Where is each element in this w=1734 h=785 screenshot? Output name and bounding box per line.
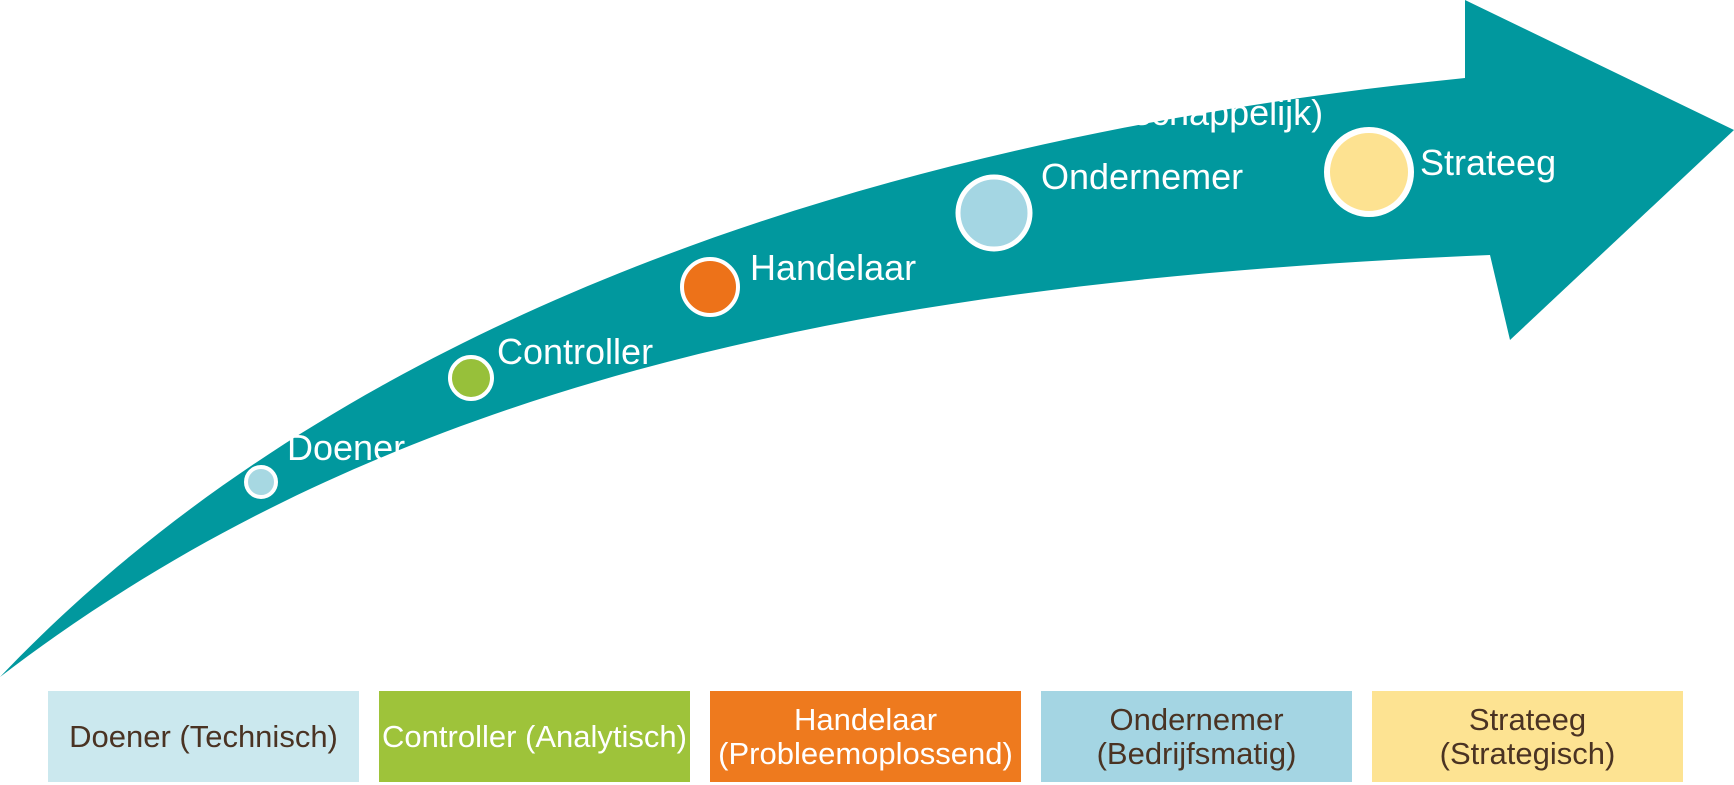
stage-label-4-line-1: (Maatschappelijk) xyxy=(1041,92,1323,133)
stage-marker-2 xyxy=(448,355,494,401)
stage-box-text-3-line-1: Handelaar xyxy=(794,702,937,737)
stage-box-2 xyxy=(379,691,690,782)
stage-marker-4 xyxy=(955,174,1033,252)
stage-marker-3 xyxy=(680,257,740,317)
stage-marker-1 xyxy=(244,465,278,499)
stage-box-5 xyxy=(1372,691,1683,782)
stage-labels: Doener Controller Handelaar (Maatschappelij… xyxy=(287,92,1556,468)
stage-box-4 xyxy=(1041,691,1352,782)
stage-marker-5 xyxy=(1324,127,1414,217)
stage-box-text-5-line-2: (Strategisch) xyxy=(1440,736,1616,771)
stage-box-3 xyxy=(710,691,1021,782)
stage-box-text-4-line-2: (Bedrijfsmatig) xyxy=(1097,736,1297,771)
stage-box-text-3-line-2: (Probleemoplossend) xyxy=(718,736,1013,771)
stage-label-3: Handelaar xyxy=(750,247,916,288)
stage-box-text-4-line-1: Ondernemer xyxy=(1109,702,1283,737)
stage-box-text-2: Controller (Analytisch) xyxy=(382,719,687,754)
stage-label-1: Doener xyxy=(287,427,405,468)
stage-box-text-5-line-1: Strateeg xyxy=(1469,702,1586,737)
stage-label-4-line-2: Ondernemer xyxy=(1041,156,1243,197)
stage-label-2: Controller xyxy=(497,331,653,372)
stage-markers xyxy=(244,127,1414,499)
stage-label-5: Strateeg xyxy=(1420,142,1556,183)
stage-box-text-1: Doener (Technisch) xyxy=(69,719,338,754)
stage-box-1 xyxy=(48,691,359,782)
stage-boxes: Doener (Technisch) Controller (Analytisch… xyxy=(48,691,1683,782)
progression-arrow xyxy=(0,0,1734,677)
